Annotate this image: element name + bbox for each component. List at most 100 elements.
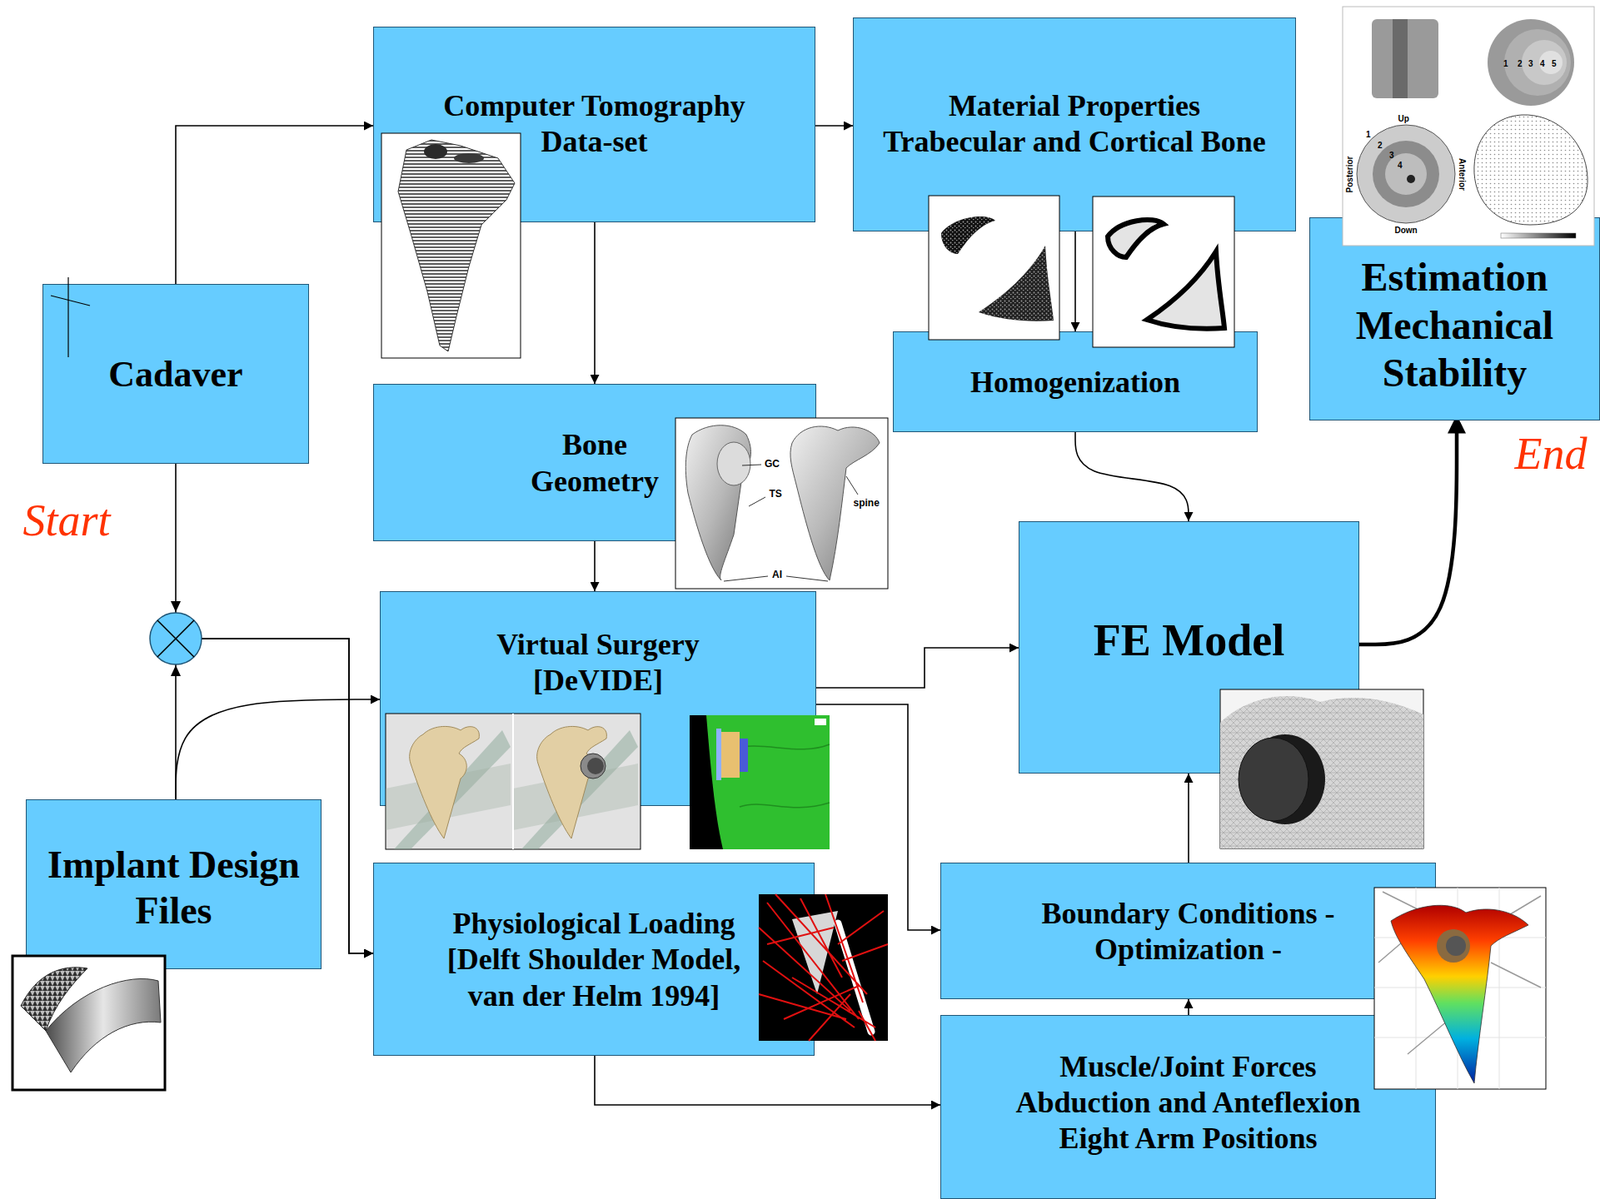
trabecular-section-image [928, 195, 1060, 340]
process-box: Bone Geometry [373, 383, 817, 542]
flow-arrow [593, 541, 596, 592]
boundary-conditions-image [1374, 887, 1546, 1090]
flow-arrow [593, 222, 596, 384]
virtual-surgery-image [537, 726, 608, 839]
box-label: Muscle/Joint Forces Abduction and Antefl… [1005, 1049, 1372, 1158]
fe-mesh-image [1220, 689, 1424, 849]
implant-section-image [731, 744, 830, 808]
ct-slice-image [423, 144, 484, 164]
junction-symbol [170, 665, 181, 677]
stability-result-image [1406, 174, 1416, 184]
anatomy-label: AI [772, 569, 783, 581]
stability-result-image [1474, 114, 1588, 225]
ct-slice-image [381, 133, 521, 359]
box-label: Material Properties Trabecular and Corti… [877, 88, 1273, 160]
bone-geometry-image [723, 576, 768, 582]
callout-number: 4 [1397, 160, 1403, 170]
trabecular-section-image [941, 216, 996, 255]
callout-number: 1 [1503, 59, 1509, 69]
bone-geometry-image [685, 425, 751, 581]
fe-mesh-image [1245, 734, 1326, 825]
stability-result-image [1521, 39, 1567, 85]
flow-arrow [175, 125, 374, 285]
bone-geometry-image [675, 418, 888, 589]
cortical-section-image [1092, 196, 1235, 348]
callout-number: 4 [1540, 59, 1546, 69]
start-label: Start [23, 496, 111, 546]
flow-arrow [816, 647, 1019, 688]
callout-number: 2 [1377, 140, 1383, 150]
ct-slice-image [398, 139, 515, 352]
boundary-conditions-image [1374, 887, 1546, 1090]
junction-symbol [149, 601, 202, 677]
virtual-surgery-image [385, 713, 641, 850]
virtual-surgery-image [513, 763, 639, 831]
callout-number: 4 [1540, 59, 1546, 69]
callout-number: 3 [1528, 59, 1534, 69]
callout-number: 2 [1517, 59, 1523, 69]
boundary-conditions-image [1390, 905, 1529, 1084]
virtual-surgery-image [513, 726, 639, 850]
junction-symbol [170, 601, 181, 613]
process-box: Computer Tomography Data-set [373, 26, 816, 223]
bone-geometry-image [748, 497, 766, 507]
stability-result-image [1500, 233, 1576, 239]
cortical-section-image [1146, 251, 1225, 329]
trabecular-section-image [978, 245, 1054, 322]
implant-section-image [706, 715, 830, 850]
stability-result-image [1385, 153, 1427, 195]
implant-design-image [12, 956, 165, 1091]
box-label: Implant Design Files [36, 842, 312, 934]
anatomy-label: GC [764, 458, 780, 470]
implant-design-image [45, 979, 161, 1074]
flow-arrow [815, 124, 853, 127]
direction-label: Up [1398, 114, 1410, 124]
shoulder-model-image [758, 894, 888, 1042]
end-label: End [1515, 429, 1588, 479]
box-label: FE Model [1031, 613, 1348, 668]
stability-result-image [1342, 6, 1595, 246]
callout-number: 4 [1397, 160, 1403, 170]
flow-arrow [175, 699, 380, 800]
process-box: Muscle/Joint Forces Abduction and Antefl… [940, 1015, 1436, 1199]
anatomy-label: spine [853, 498, 880, 509]
fe-mesh-image [1238, 737, 1309, 822]
fe-mesh-image [1220, 696, 1424, 849]
stability-result-image [1392, 19, 1408, 99]
bone-geometry-image [675, 418, 888, 589]
stability-result-image [1371, 19, 1439, 99]
box-label: Computer Tomography Data-set [411, 88, 778, 160]
callout-number: 2 [1377, 140, 1383, 150]
implant-section-image [716, 728, 722, 781]
cortical-section-image [1107, 219, 1164, 258]
virtual-surgery-image [521, 730, 639, 850]
cadaver-cross-mark [50, 295, 90, 306]
anatomy-label: spine [853, 498, 880, 509]
callout-number: 1 [1365, 129, 1371, 140]
end-box: Estimation Mechanical Stability [1309, 217, 1600, 421]
virtual-surgery-image [385, 713, 641, 850]
process-box: Physiological Loading [Delft Shoulder Mo… [373, 862, 815, 1057]
shoulder-model-image [837, 923, 872, 1032]
junction-symbol [157, 620, 195, 658]
virtual-surgery-image [393, 730, 511, 850]
stability-result-image [1539, 50, 1563, 75]
boundary-conditions-image [1374, 887, 1546, 1090]
process-box: Boundary Conditions - Optimization - [940, 862, 1436, 1000]
implant-design-image [12, 956, 165, 1091]
boundary-conditions-image [1378, 892, 1541, 1055]
virtual-surgery-image [385, 763, 511, 831]
implant-section-image [739, 738, 748, 773]
direction-label: Up [1398, 114, 1410, 124]
process-box: Virtual Surgery [DeVIDE] [379, 591, 817, 807]
end-label: End [1515, 429, 1588, 479]
cortical-section-image [1092, 196, 1235, 348]
callout-number: 3 [1389, 150, 1395, 160]
flow-arrow [1359, 420, 1457, 645]
input-box: Implant Design Files [25, 799, 322, 970]
bone-geometry-image [786, 576, 828, 582]
ct-slice-image [423, 144, 448, 160]
stability-result-image [1487, 19, 1575, 106]
